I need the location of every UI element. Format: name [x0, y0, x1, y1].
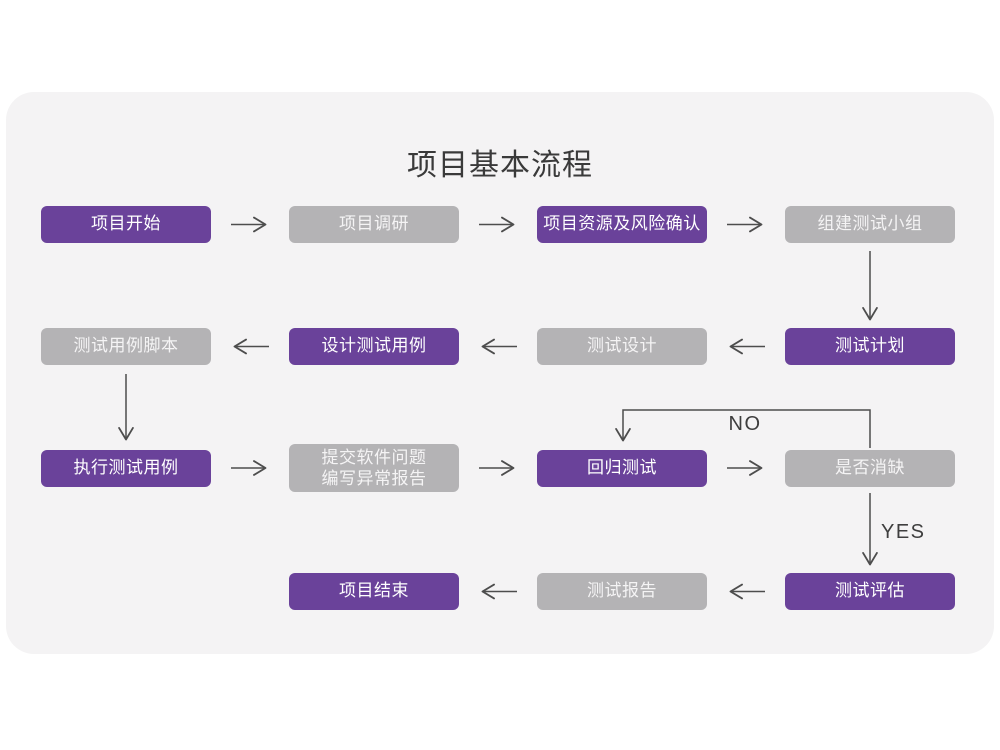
page-title: 项目基本流程: [407, 149, 593, 182]
flow-node-test-report: 测试报告: [537, 573, 707, 610]
flow-node-test-evaluation: 测试评估: [785, 573, 955, 610]
submit-issues-line-1: 提交软件问题: [321, 448, 427, 467]
flow-node-project-start: 项目开始: [41, 206, 211, 243]
branch-label-no: NO: [728, 413, 762, 435]
flow-node-test-design: 测试设计: [537, 328, 707, 365]
flow-node-project-research: 项目调研: [289, 206, 459, 243]
flow-node-defect-cleared: 是否消缺: [785, 450, 955, 487]
flowchart-card-background: [6, 92, 994, 654]
flow-node-run-test-cases: 执行测试用例: [41, 450, 211, 487]
branch-label-yes: YES: [881, 521, 926, 543]
flow-node-build-test-team: 组建测试小组: [785, 206, 955, 243]
submit-issues-line-2: 编写异常报告: [321, 469, 427, 488]
flow-node-design-test-cases: 设计测试用例: [289, 328, 459, 365]
flow-node-test-plan: 测试计划: [785, 328, 955, 365]
flow-node-regression-test: 回归测试: [537, 450, 707, 487]
flow-node-project-end: 项目结束: [289, 573, 459, 610]
flow-node-submit-issues: 提交软件问题 编写异常报告: [289, 444, 459, 492]
flow-node-test-case-script: 测试用例脚本: [41, 328, 211, 365]
flow-node-resources-risk: 项目资源及风险确认: [537, 206, 707, 243]
